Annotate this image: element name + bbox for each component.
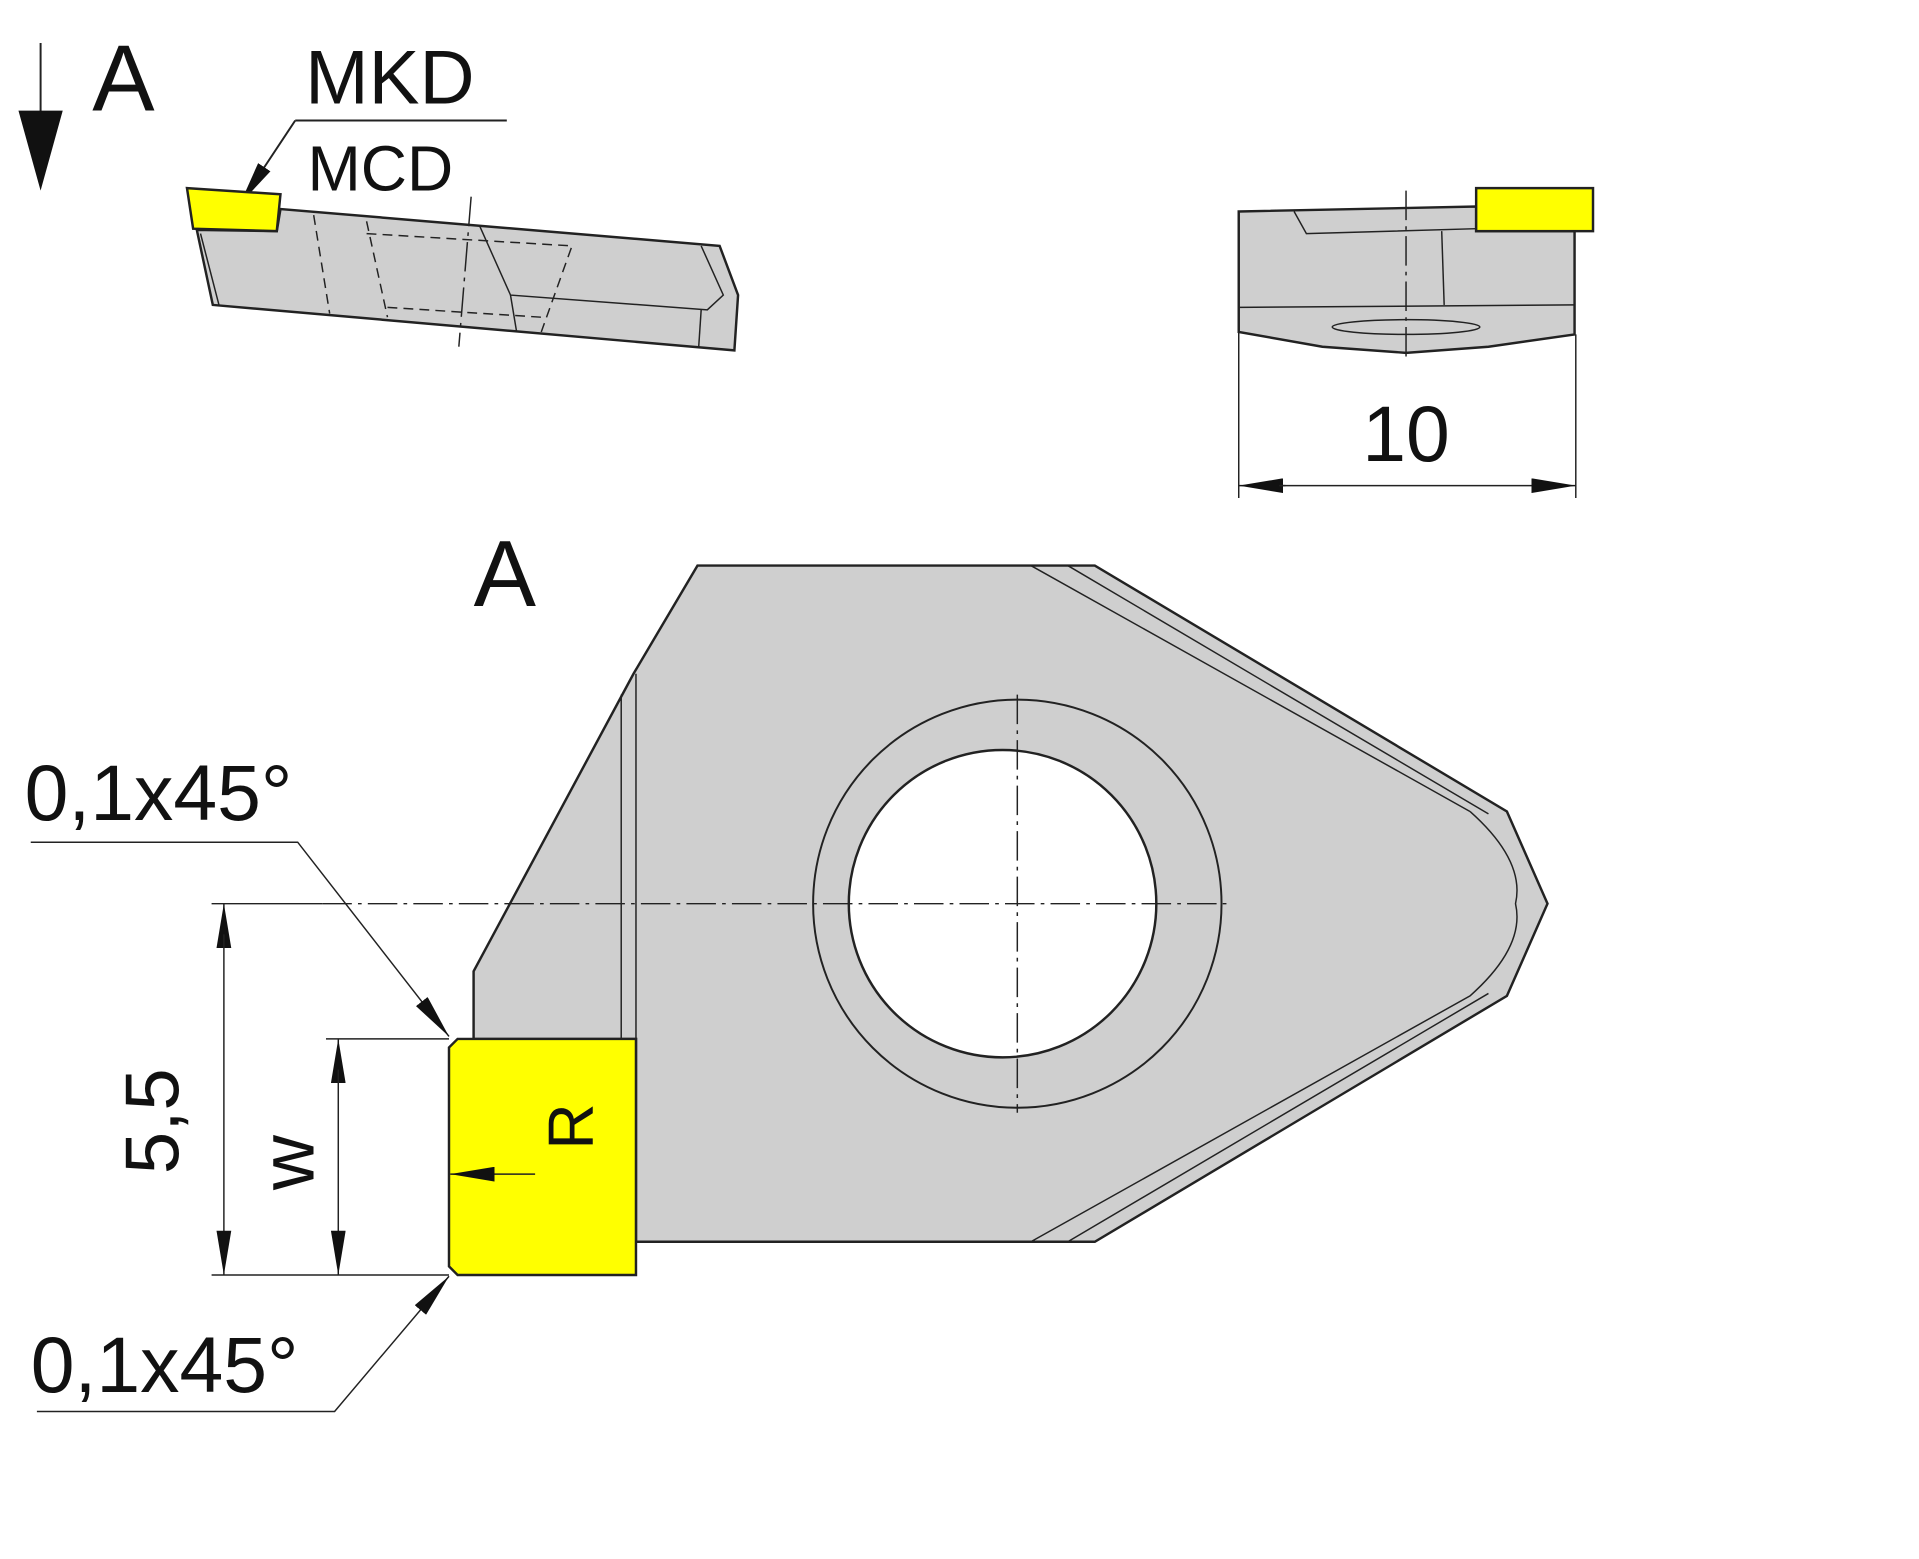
dimension-lines [30,841,450,1413]
material-label-bottom: MCD [308,133,454,205]
material-leader [239,119,297,205]
view-marker-main: A [474,521,537,626]
w-dimension: w [246,1134,331,1191]
radius-label: R [535,1103,607,1149]
chamfer-label-bottom: 0,1x45° [31,1321,299,1409]
main-view [322,564,1549,1277]
view-marker-top: A [92,26,155,131]
material-label-top: MKD [305,35,474,120]
view-arrow-icon [18,43,63,191]
side-view-right [1237,186,1595,498]
side-view-left [185,186,740,352]
width-dimension: 10 [1362,390,1450,478]
chamfer-label-top: 0,1x45° [25,749,293,837]
height-dimension: 5,5 [110,1068,195,1174]
